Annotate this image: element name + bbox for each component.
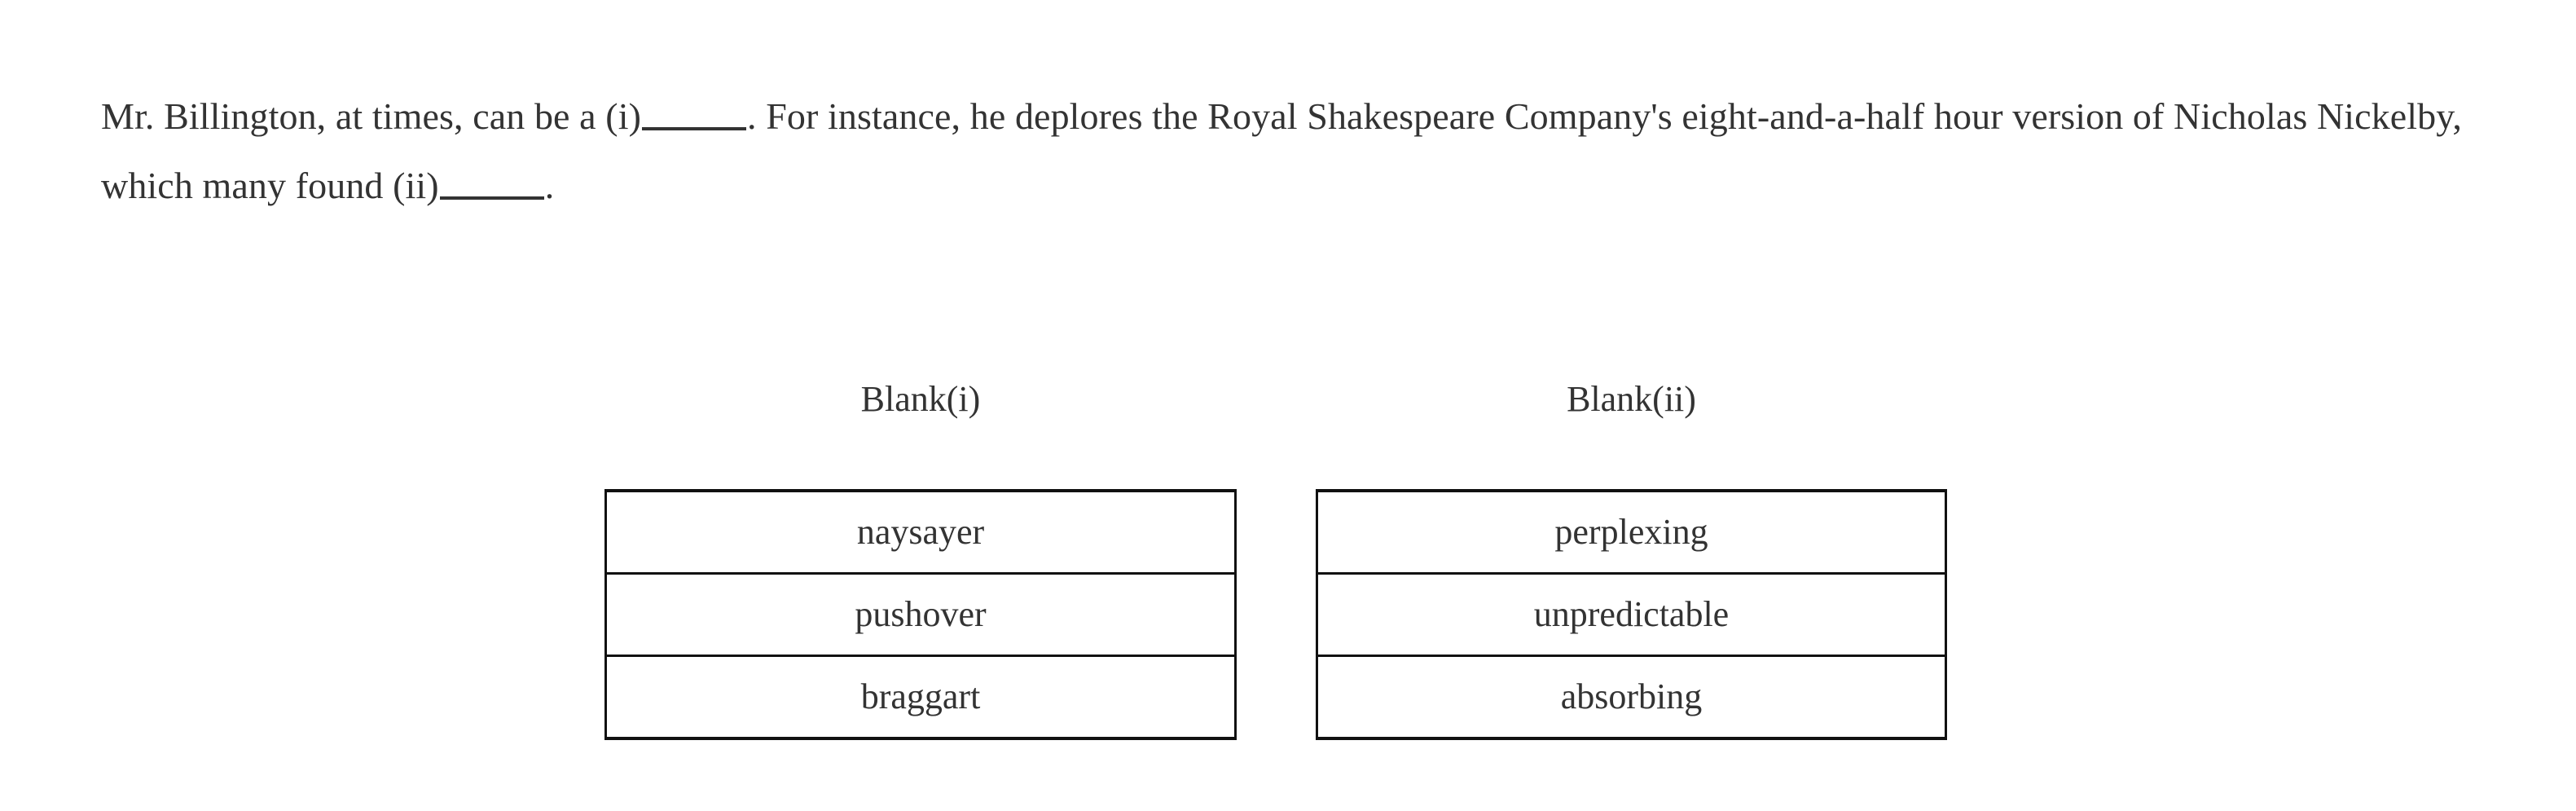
question-prompt: Mr. Billington, at times, can be a (i). … bbox=[101, 82, 2464, 220]
blank-i-heading: Blank(i) bbox=[860, 379, 981, 419]
blank-ii-option-3[interactable]: absorbing bbox=[1316, 655, 1947, 740]
blank-i-choice-group: Blank(i) naysayer pushover braggart bbox=[604, 379, 1237, 740]
blank-ii-options-table: perplexing unpredictable absorbing bbox=[1316, 489, 1947, 740]
prompt-segment-1: Mr. Billington, at times, can be a (i) bbox=[101, 95, 642, 137]
table-row[interactable]: naysayer bbox=[604, 489, 1237, 575]
blank-i-options-table: naysayer pushover braggart bbox=[604, 489, 1237, 740]
blank-ii-placeholder bbox=[439, 173, 544, 200]
blank-i-option-3[interactable]: braggart bbox=[604, 655, 1237, 740]
prompt-segment-3: . bbox=[544, 165, 555, 206]
blank-ii-option-2[interactable]: unpredictable bbox=[1316, 572, 1947, 657]
table-row[interactable]: unpredictable bbox=[1316, 572, 1947, 657]
blank-ii-heading: Blank(ii) bbox=[1567, 379, 1696, 419]
table-row[interactable]: braggart bbox=[604, 655, 1237, 740]
table-row[interactable]: pushover bbox=[604, 572, 1237, 657]
blank-ii-option-1[interactable]: perplexing bbox=[1316, 489, 1947, 575]
prompt-segment-2: . For instance, he deplores the Royal Sh… bbox=[101, 95, 2472, 206]
blank-i-placeholder bbox=[642, 104, 747, 130]
table-row[interactable]: absorbing bbox=[1316, 655, 1947, 740]
blank-ii-choice-group: Blank(ii) perplexing unpredictable absor… bbox=[1316, 379, 1947, 740]
blank-i-option-2[interactable]: pushover bbox=[604, 572, 1237, 657]
blank-i-option-1[interactable]: naysayer bbox=[604, 489, 1237, 575]
table-row[interactable]: perplexing bbox=[1316, 489, 1947, 575]
